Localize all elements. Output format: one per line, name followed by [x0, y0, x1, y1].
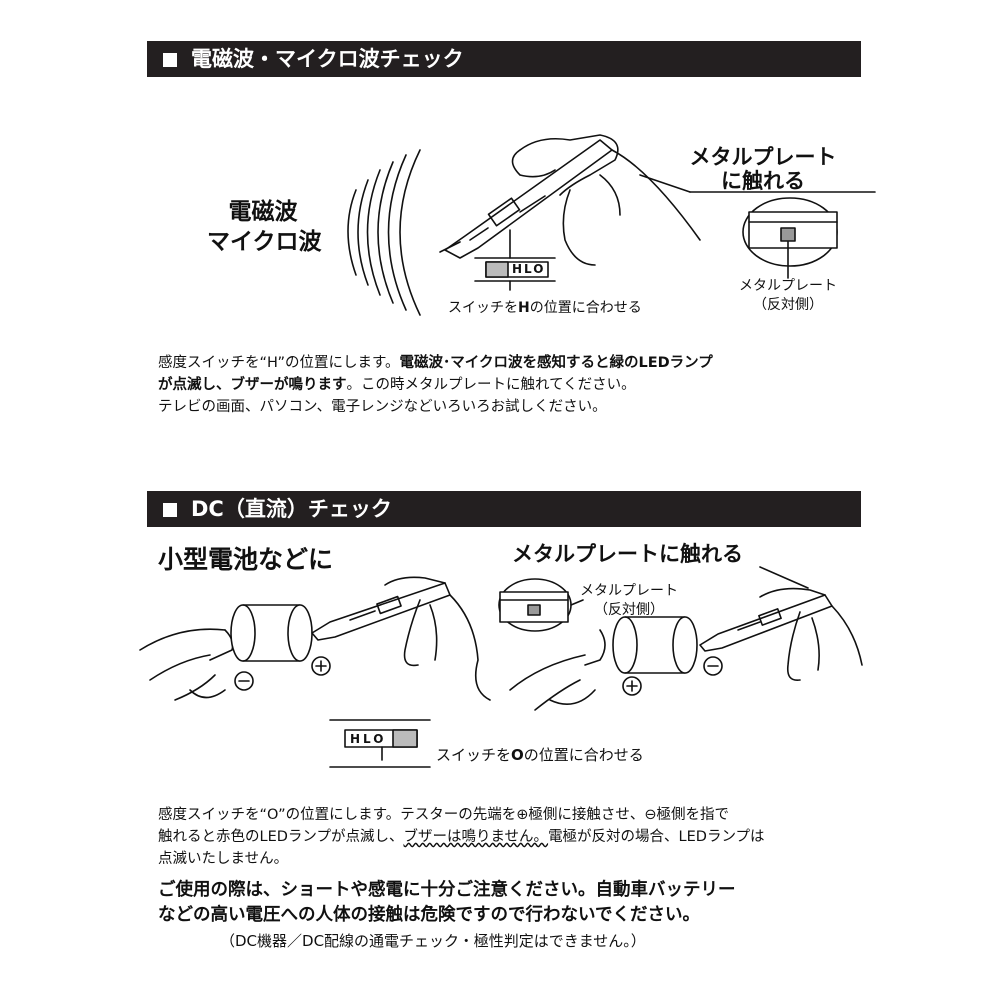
- wave-label: 電磁波 マイクロ波: [207, 197, 322, 257]
- dc-note: （DC機器／DC配線の通電チェック・極性判定はできません。）: [220, 932, 646, 950]
- touch-plate-label-dc: メタルプレートに触れる: [512, 542, 743, 566]
- small-battery-label: 小型電池などに: [158, 545, 334, 574]
- section-title: DC（直流）チェック: [191, 497, 392, 521]
- switch-letters-dc: HLO: [350, 732, 387, 746]
- square-bullet-icon: [163, 53, 177, 67]
- emwave-description: 感度スイッチを“H”の位置にします。電磁波･マイクロ波を感知すると緑のLEDラン…: [158, 355, 713, 415]
- touch-label-line2: に触れる: [721, 169, 805, 193]
- section-title: 電磁波・マイクロ波チェック: [191, 47, 464, 71]
- touch-label-line1: メタルプレート: [689, 145, 837, 169]
- wave-label-line1: 電磁波: [228, 199, 298, 225]
- touch-plate-label: メタルプレート に触れる: [683, 145, 843, 193]
- no-buzzer-emphasis: ブザーは鳴りません。: [403, 829, 549, 845]
- safety-warning: ご使用の際は、ショートや感電に十分ご注意ください。自動車バッテリー などの高い電…: [158, 880, 736, 925]
- square-bullet-icon: [163, 503, 177, 517]
- plate-caption-dc: メタルプレート （反対側）: [580, 583, 678, 618]
- switch-letters: HLO: [512, 262, 546, 276]
- section-header-dc: DC（直流）チェック: [147, 491, 861, 527]
- switch-caption-dc: スイッチをOの位置に合わせる: [436, 746, 644, 764]
- plate-caption: メタルプレート （反対側）: [739, 278, 837, 313]
- dc-description: 感度スイッチを“O”の位置にします。テスターの先端を⊕極側に接触させ、⊖極側を指…: [158, 807, 765, 867]
- section-header-emwave: 電磁波・マイクロ波チェック: [147, 41, 861, 77]
- switch-caption: スイッチをHの位置に合わせる: [448, 300, 642, 316]
- wave-label-line2: マイクロ波: [207, 229, 322, 255]
